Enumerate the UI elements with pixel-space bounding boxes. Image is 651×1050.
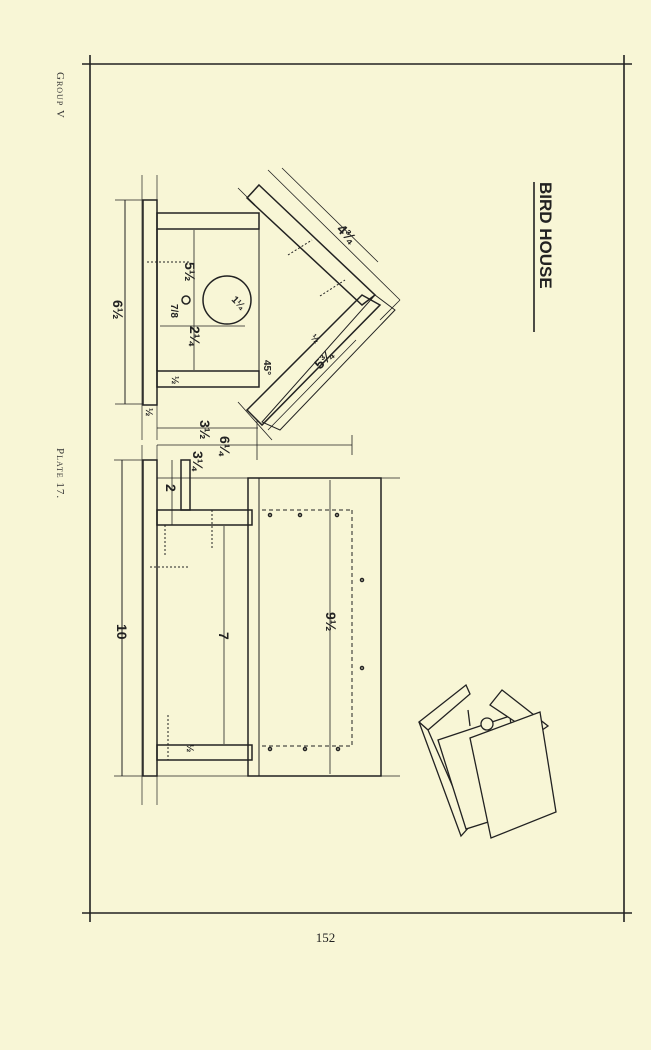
dim-2: 2	[163, 484, 179, 492]
dim-5-3-4: 5¾	[311, 346, 337, 372]
side-view	[114, 445, 400, 805]
dim-9-half: 9½	[323, 612, 339, 632]
dim-6-quarter: 6¼	[217, 436, 233, 457]
dim-45-degree: 45°	[261, 360, 272, 375]
group-label: Group V	[54, 72, 66, 119]
dim-10: 10	[114, 624, 130, 640]
dim-half-a: ½	[169, 376, 180, 384]
dim-3-quarter: 3¼	[190, 451, 206, 472]
plate-label: Plate 17.	[54, 448, 66, 500]
dim-5-half: 5½	[182, 262, 198, 282]
bird-house-perspective	[417, 683, 557, 839]
drawing-border	[82, 55, 632, 922]
dim-2-quarter: 2¼	[187, 326, 203, 347]
dim-7-8: 7/8	[168, 304, 179, 318]
dim-6-half: 6½	[110, 300, 126, 320]
title-group: BIRD HOUSE	[533, 182, 555, 332]
page-number: 152	[315, 930, 336, 945]
dim-1-quarter: 1¼	[229, 294, 247, 312]
dim-half-roof: ½	[308, 332, 322, 346]
dim-3-half: 3½	[197, 420, 213, 440]
dim-half-floor: ½	[184, 744, 195, 752]
dimension-labels: 6½ 5½ 7/8 1¼ 2¼ ½ ½ 45° ½ 4¾ 5¾ 3½ 6¼ 3¼…	[110, 221, 360, 753]
dim-7: 7	[216, 632, 232, 640]
dim-4-3-4: 4¾	[334, 221, 360, 247]
dim-half-b: ½	[143, 408, 154, 416]
drawing-title: BIRD HOUSE	[536, 182, 555, 289]
end-view	[115, 167, 401, 460]
